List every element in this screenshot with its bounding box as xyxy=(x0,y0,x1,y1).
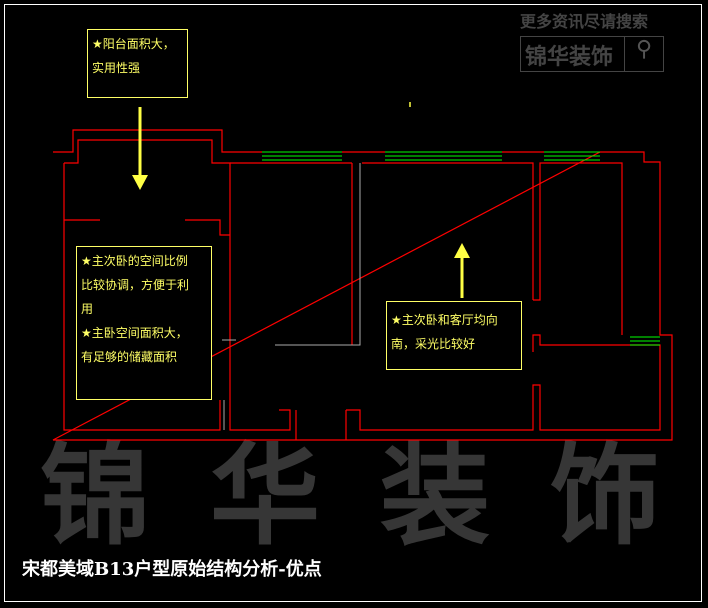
wm-char: 饰 xyxy=(550,431,708,560)
wm-char: 装 xyxy=(380,431,550,560)
walls xyxy=(52,129,673,441)
note-line: ★阳台面积大， xyxy=(92,37,175,51)
page-title: 宋都美域B13户型原始结构分析-优点 xyxy=(22,559,322,580)
arrow-down-icon xyxy=(132,175,148,190)
note-line: 实用性强 xyxy=(92,61,141,75)
watermark-search-text: 更多资讯尽请搜索 xyxy=(520,12,649,31)
wm-char: 锦 xyxy=(40,431,210,560)
note-line: ★主次卧的空间比例 xyxy=(81,254,188,268)
inner-lines xyxy=(222,163,361,430)
note-balcony: ★阳台面积大， 实用性强 xyxy=(87,29,188,98)
note-line: 比较协调，方便于利 xyxy=(81,278,190,292)
note-orientation: ★主次卧和客厅均向 南，采光比较好 xyxy=(386,301,522,370)
wm-char: 华 xyxy=(210,431,380,560)
note-line: ★主次卧和客厅均向 xyxy=(391,313,498,327)
note-line: 有足够的储藏面积 xyxy=(81,350,178,364)
outer-frame xyxy=(4,4,702,602)
arrow-up-icon xyxy=(454,243,470,258)
note-bedrooms: ★主次卧的空间比例 比较协调，方便于利 用 ★主卧空间面积大， 有足够的储藏面积 xyxy=(76,246,212,400)
search-icon: ⚲ xyxy=(624,37,663,71)
note-line: ★主卧空间面积大， xyxy=(81,326,188,340)
windows xyxy=(262,151,660,346)
watermark-big: 锦华装饰 xyxy=(40,441,708,551)
note-line: 用 xyxy=(81,302,94,316)
arrows xyxy=(132,102,470,298)
note-line: 南，采光比较好 xyxy=(391,337,476,351)
watermark-brand: 锦华装饰 xyxy=(525,44,614,70)
watermark-search-box: 锦华装饰 ⚲ xyxy=(520,36,664,72)
